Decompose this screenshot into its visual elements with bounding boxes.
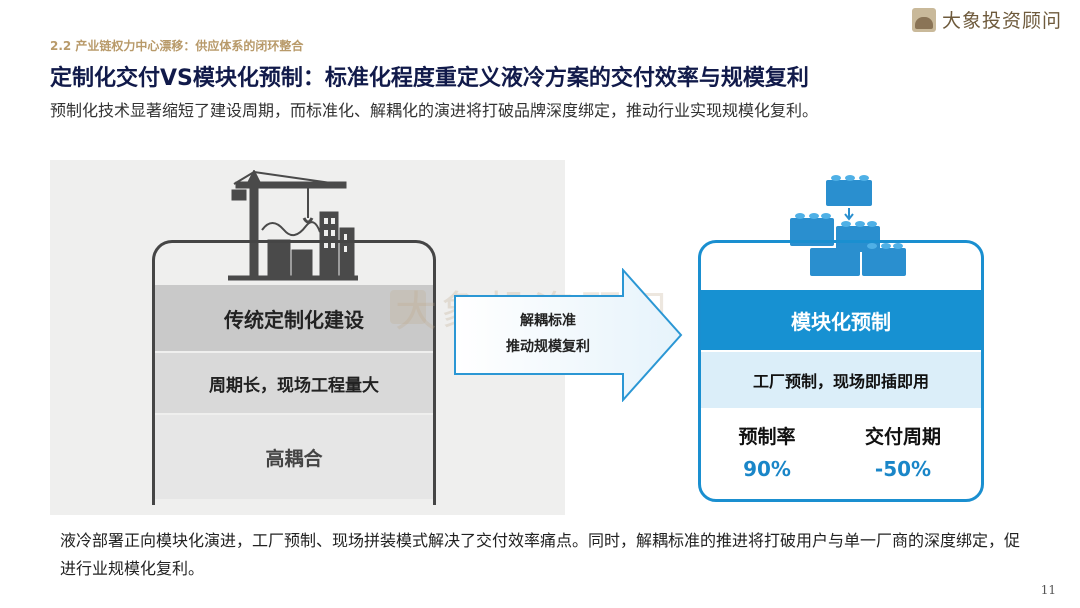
traditional-card-footer: 高耦合 — [155, 415, 433, 499]
section-label: 2.2 产业链权力中心漂移：供应体系的闭环整合 — [50, 39, 304, 53]
arrow-caption-line2: 推动规模复利 — [506, 339, 590, 355]
page-subtitle: 预制化技术显著缩短了建设周期，而标准化、解耦化的演进将打破品牌深度绑定，推动行业… — [50, 101, 819, 120]
transition-arrow-icon — [454, 268, 683, 402]
metric-label: 预制率 — [738, 426, 796, 448]
arrow-caption-line1: 解耦标准 — [520, 313, 576, 329]
elephant-logo-icon — [911, 7, 936, 32]
brand-logo: 大象投资顾问 — [911, 6, 1062, 33]
page-title: 定制化交付VS模块化预制：标准化程度重定义液冷方案的交付效率与规模复利 — [50, 66, 809, 91]
metric-prefab-rate: 预制率 90% — [702, 422, 832, 481]
arrow-caption: 解耦标准 推动规模复利 — [473, 308, 623, 360]
watermark-logo-icon — [390, 290, 426, 324]
modular-card-frame — [698, 240, 984, 502]
metric-delivery-cycle: 交付周期 -50% — [838, 422, 968, 481]
metric-value: -50% — [874, 457, 932, 481]
traditional-card-row: 周期长，现场工程量大 — [155, 353, 433, 413]
modular-card-row: 工厂预制，现场即插即用 — [701, 352, 981, 408]
traditional-card-frame — [152, 240, 436, 505]
traditional-card-heading: 传统定制化建设 — [155, 285, 433, 351]
page-number: 11 — [1040, 583, 1056, 597]
building-blocks-icon — [790, 175, 906, 276]
summary-paragraph: 液冷部署正向模块化演进，工厂预制、现场拼装模式解决了交付效率痛点。同时，解耦标准… — [60, 531, 1021, 578]
brand-name: 大象投资顾问 — [941, 10, 1062, 32]
metric-value: 90% — [743, 457, 791, 481]
metric-label: 交付周期 — [864, 426, 941, 448]
modular-card-heading: 模块化预制 — [701, 290, 981, 350]
